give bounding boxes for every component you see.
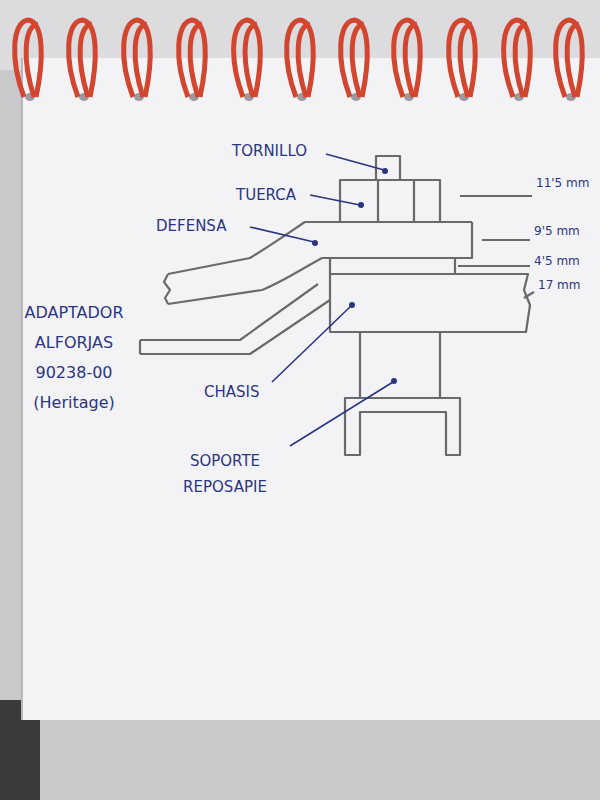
spacer [330,258,455,274]
part-label: DEFENSA [156,217,226,236]
spiral-rings [15,20,583,97]
leader-dots [312,168,397,384]
part-label: TORNILLO [232,142,307,161]
saddlebag-adapter [140,284,330,354]
paper-edge [21,58,23,720]
dimension-label: 9'5 mm [534,224,580,239]
nut [340,180,440,222]
part-label: SOPORTE REPOSAPIE [165,448,285,500]
pencil-drawing [140,156,534,455]
dimension-label: 4'5 mm [534,254,580,269]
support-post [360,332,440,398]
dimension-label: 17 mm [538,278,580,293]
part-label: TUERCA [236,186,296,205]
part-label: ADAPTADOR ALFORJAS 90238-00 (Heritage) [16,298,132,418]
footrest-bracket [345,398,460,455]
punch-holes [25,93,576,101]
chassis [330,274,530,332]
dimension-label: 11'5 mm [536,176,589,191]
bumper-break [164,274,170,304]
paper-sheet [22,58,600,720]
part-label: CHASIS [204,383,259,402]
